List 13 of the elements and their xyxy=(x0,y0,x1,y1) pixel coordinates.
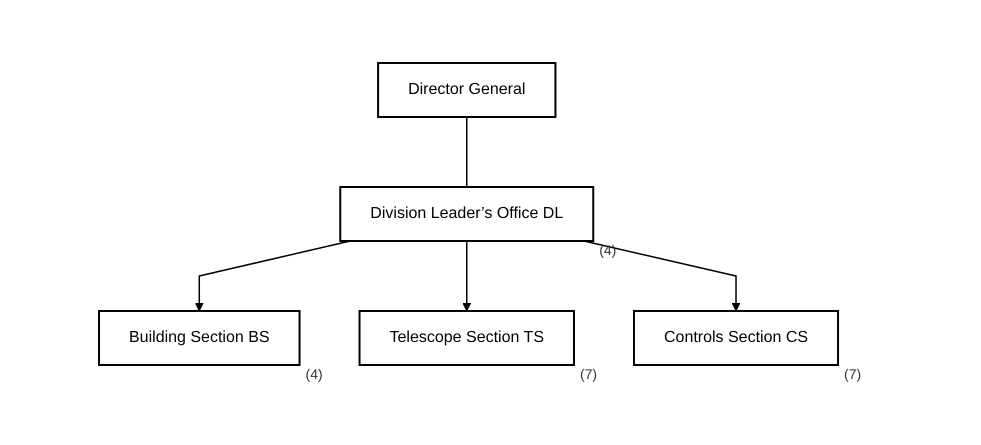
staff-count: (7) xyxy=(844,366,862,382)
staff-count: (4) xyxy=(600,242,617,258)
connector-line xyxy=(466,116,468,187)
org-unit-box: Director General xyxy=(378,62,557,118)
arrow xyxy=(584,240,741,312)
staff-count: (4) xyxy=(306,366,324,382)
staff-count: (7) xyxy=(580,366,598,382)
org-unit-box: Division Leader’s Office DL xyxy=(340,186,595,242)
org-unit-box: Telescope Section TS xyxy=(358,310,576,366)
arrow xyxy=(462,240,472,312)
org-unit-box: Controls Section CS xyxy=(633,310,840,366)
org-unit-box: Building Section BS xyxy=(98,310,301,366)
arrow xyxy=(195,240,351,312)
